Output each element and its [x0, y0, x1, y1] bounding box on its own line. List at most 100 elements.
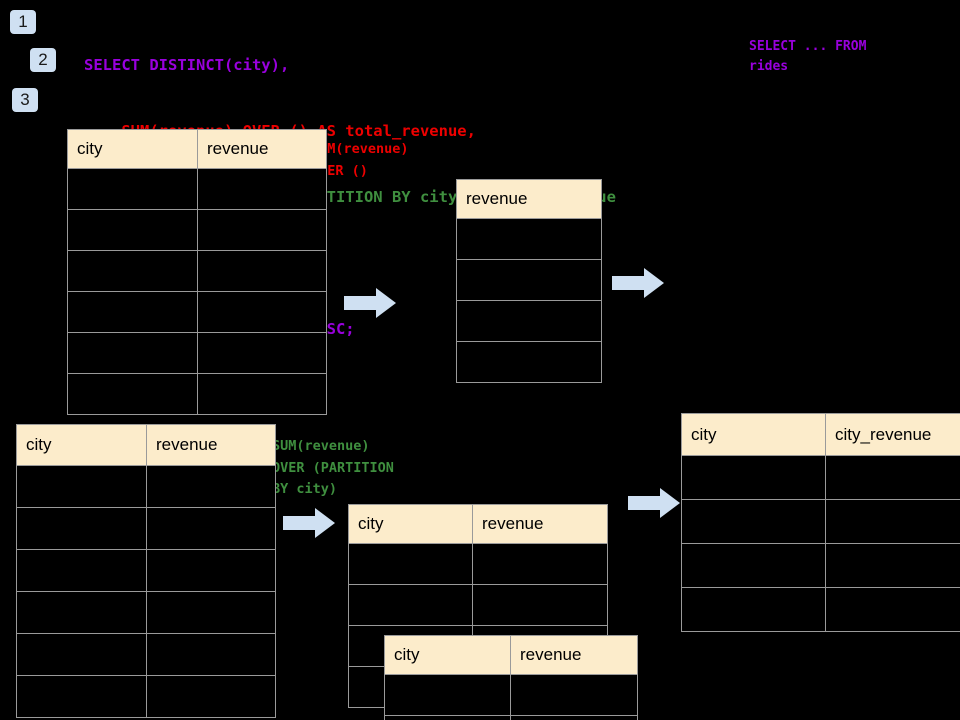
table-row — [681, 587, 960, 632]
cell-revenue — [146, 633, 276, 676]
cell-city — [67, 250, 198, 292]
cell-city — [16, 507, 147, 550]
table-row — [16, 591, 276, 634]
table-row — [348, 543, 608, 585]
table-row — [456, 300, 602, 342]
cell-city — [67, 168, 198, 210]
step-badge-2: 2 — [30, 48, 56, 72]
table-header-row: city city_revenue — [681, 413, 960, 456]
table-row — [16, 675, 276, 718]
cell-revenue — [197, 373, 327, 415]
table-row — [16, 465, 276, 508]
table-row — [348, 584, 608, 626]
cell-city — [67, 332, 198, 374]
cell-city-revenue — [825, 587, 960, 632]
table-row — [384, 674, 638, 716]
cell-revenue — [146, 507, 276, 550]
table-row — [681, 543, 960, 588]
cell-city — [16, 549, 147, 592]
column-header-revenue: revenue — [472, 504, 608, 544]
table-row — [16, 549, 276, 592]
annotation-select-from: SELECT ... FROM rides — [749, 39, 867, 74]
table-row — [681, 455, 960, 500]
cell-revenue — [197, 250, 327, 292]
cell-revenue — [510, 674, 638, 716]
arrow-right-icon-total-revenue-to-result — [612, 268, 664, 298]
cell-revenue — [146, 591, 276, 634]
cell-city — [16, 465, 147, 508]
column-header-revenue: revenue — [197, 129, 327, 169]
cell-revenue — [197, 291, 327, 333]
cell-city — [16, 633, 147, 676]
cell-city — [681, 543, 826, 588]
cell-city-revenue — [825, 455, 960, 500]
annotation-sum-over-partition: SUM(revenue) OVER (PARTITION BY city) — [272, 438, 394, 497]
column-header-revenue: revenue — [510, 635, 638, 675]
table-header-row: city revenue — [348, 504, 608, 544]
cell-city — [681, 499, 826, 544]
column-header-city-revenue: city_revenue — [825, 413, 960, 456]
cell-revenue — [472, 584, 608, 626]
table-row — [67, 209, 327, 251]
column-header-city: city — [16, 424, 147, 466]
column-header-city: city — [681, 413, 826, 456]
cell-revenue — [456, 341, 602, 383]
table-row — [456, 259, 602, 301]
table-rides-source-top: city revenue — [67, 129, 327, 415]
table-row — [67, 373, 327, 415]
table-header-row: city revenue — [384, 635, 638, 675]
cell-revenue — [146, 465, 276, 508]
table-header-row: city revenue — [67, 129, 327, 169]
table-row — [67, 332, 327, 374]
cell-city — [67, 291, 198, 333]
cell-city-revenue — [825, 499, 960, 544]
cell-city — [681, 587, 826, 632]
table-partition-group-front: city revenue — [384, 635, 638, 720]
table-row — [384, 715, 638, 720]
sql-line-select: SELECT DISTINCT(city), — [84, 56, 290, 74]
cell-city — [348, 584, 473, 626]
cell-city-revenue — [825, 543, 960, 588]
table-row — [456, 341, 602, 383]
table-header-row: revenue — [456, 179, 602, 219]
cell-revenue — [456, 218, 602, 260]
cell-revenue — [197, 332, 327, 374]
table-rides-source-bottom: city revenue — [16, 424, 276, 718]
table-total-revenue: revenue — [456, 179, 602, 383]
cell-revenue — [197, 209, 327, 251]
cell-revenue — [456, 300, 602, 342]
cell-revenue — [456, 259, 602, 301]
arrow-right-icon-rides-to-partition — [283, 508, 335, 538]
cell-revenue — [197, 168, 327, 210]
table-row — [456, 218, 602, 260]
arrow-right-icon-partition-to-result — [628, 488, 680, 518]
cell-city — [681, 455, 826, 500]
cell-city — [16, 675, 147, 718]
cell-revenue — [472, 543, 608, 585]
cell-revenue — [146, 549, 276, 592]
step-badge-3: 3 — [12, 88, 38, 112]
column-header-city: city — [348, 504, 473, 544]
column-header-revenue: revenue — [456, 179, 602, 219]
column-header-revenue: revenue — [146, 424, 276, 466]
cell-city — [384, 674, 511, 716]
table-row — [67, 291, 327, 333]
arrow-right-icon-rides-to-total-revenue — [344, 288, 396, 318]
table-final-result: city city_revenue — [681, 413, 960, 632]
cell-city — [67, 373, 198, 415]
cell-revenue — [510, 715, 638, 720]
table-header-row: city revenue — [16, 424, 276, 466]
table-row — [681, 499, 960, 544]
column-header-city: city — [67, 129, 198, 169]
table-row — [67, 250, 327, 292]
cell-revenue — [146, 675, 276, 718]
table-row — [16, 507, 276, 550]
cell-city — [384, 715, 511, 720]
cell-city — [348, 543, 473, 585]
table-row — [16, 633, 276, 676]
step-badge-1: 1 — [10, 10, 36, 34]
cell-city — [16, 591, 147, 634]
cell-city — [67, 209, 198, 251]
column-header-city: city — [384, 635, 511, 675]
